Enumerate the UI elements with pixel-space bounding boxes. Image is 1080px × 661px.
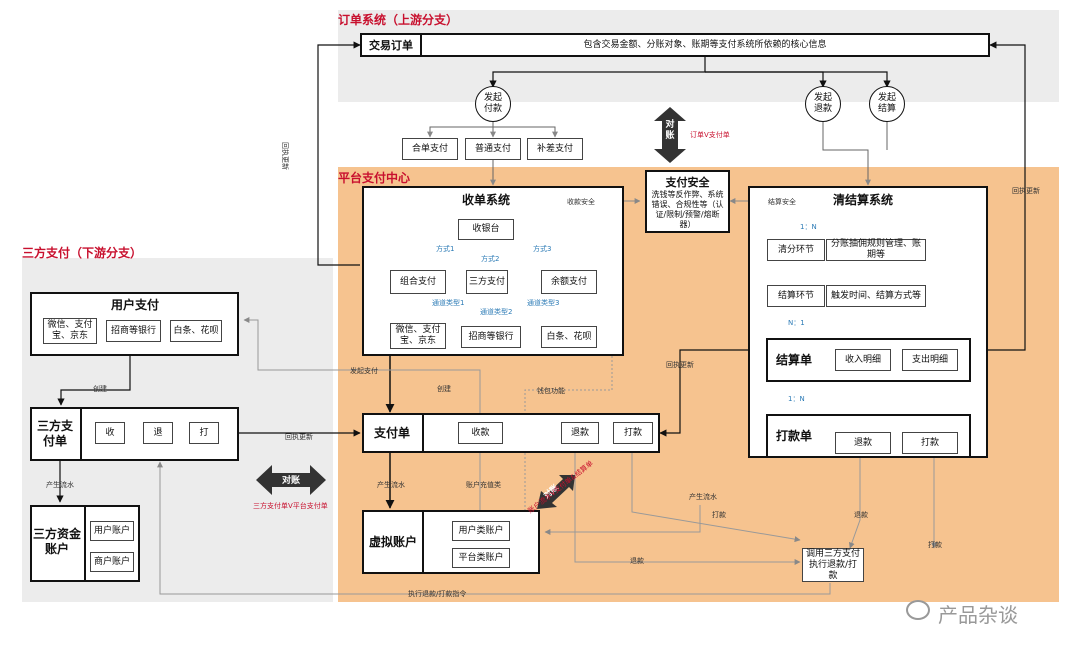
payout-order-title: 打款单 (775, 428, 812, 443)
third-pay-box: 三方支付 (466, 270, 508, 294)
reconcile-account-arrow (537, 475, 575, 509)
pay-order-refund: 退款 (561, 422, 599, 444)
edge-callback-update-left: 回执更新 (281, 142, 289, 170)
security-desc: 洗钱等反作弊、系统错误、合规性等（认证/限制/预警/熔断器） (651, 190, 724, 229)
clearing-ratio-1: 1：N (800, 223, 817, 231)
channel-type-label-3: 通道类型3 (527, 299, 560, 307)
reconcile-vertical-label: 对账 (665, 120, 675, 141)
edge-callback-update-mid: 回执更新 (666, 361, 694, 369)
third-channel-wechat: 微信、支付宝、京东 (43, 318, 97, 344)
initiate-pay-circle: 发起付款 (475, 86, 511, 122)
split-step-box: 清分环节 (767, 239, 825, 261)
third-fund-account-title: 三方资金账户 (33, 527, 82, 556)
trade-order-box: 交易订单 (360, 33, 422, 57)
edge-payout-right: 打款 (928, 541, 942, 549)
channel-type-label-2: 通道类型2 (480, 308, 513, 316)
order-system-title: 订单系统（上游分支） (338, 13, 459, 27)
clearing-system-panel (748, 186, 988, 458)
third-fund-account-divider (84, 505, 86, 582)
settle-desc-box: 触发时间、结算方式等 (826, 285, 926, 307)
virtual-account-title: 虚拟账户 (368, 534, 417, 549)
cashier-box: 收银台 (458, 219, 514, 240)
settle-step-box: 结算环节 (767, 285, 825, 307)
reconcile-third-note: 三方支付单V平台支付单 (253, 502, 328, 510)
edge-account-recharge: 账户充值类 (466, 481, 501, 489)
method-label-3: 方式3 (533, 245, 552, 253)
balance-pay-box: 余额支付 (541, 270, 597, 294)
channel-credit-box: 白条、花呗 (541, 326, 597, 348)
reconcile-vertical-arrow (654, 107, 686, 163)
third-pay-order-title: 三方支付单 (36, 419, 73, 448)
collection-title: 收单系统 (461, 192, 510, 207)
pay-type-normal: 普通支付 (465, 138, 521, 160)
security-title: 支付安全 (665, 176, 710, 189)
wechat-icon (906, 600, 930, 620)
third-party-title: 三方支付（下游分支） (22, 246, 143, 260)
income-detail-box: 收入明细 (835, 349, 891, 371)
pay-order-collect: 收款 (458, 422, 503, 444)
split-desc-box: 分账抽佣规则管理、账期等 (826, 239, 926, 261)
channel-bank-box: 招商等银行 (461, 326, 521, 348)
edge-refund-bottom: 退款 (630, 557, 644, 565)
edge-create-third: 创建 (93, 385, 107, 393)
pay-order-divider (422, 413, 424, 453)
settle-order-title: 结算单 (775, 352, 812, 367)
virtual-account-divider (422, 510, 424, 574)
edge-refund-right: 退款 (854, 511, 868, 519)
pay-order-panel (362, 413, 660, 453)
initiate-settle-circle: 发起结算 (869, 86, 905, 122)
pay-order-title: 支付单 (373, 425, 410, 440)
channel-type-label-1: 通道类型1 (432, 299, 465, 307)
third-action-payout: 打 (189, 422, 219, 444)
edge-payout: 打款 (712, 511, 726, 519)
combined-pay-box: 组合支付 (390, 270, 446, 294)
clearing-ratio-3: 1：N (788, 395, 805, 403)
third-channel-bank: 招商等银行 (106, 320, 161, 342)
edge-callback-update-third: 回执更新 (285, 433, 313, 441)
edge-execute-command: 执行退款/打款指令 (408, 590, 467, 598)
reconcile-horizontal-arrow (256, 465, 326, 495)
method-label-1: 方式1 (436, 245, 455, 253)
channel-wechat-box: 微信、支付宝、京东 (390, 323, 446, 349)
edge-produce-flow-platform: 产生流水 (377, 481, 405, 489)
user-pay-title: 用户支付 (110, 297, 159, 312)
platform-title: 平台支付中心 (338, 171, 411, 185)
method-label-2: 方式2 (481, 255, 500, 263)
expense-detail-box: 支出明细 (902, 349, 958, 371)
third-user-account-box: 用户账户 (90, 521, 134, 541)
platform-account-box: 平台类账户 (452, 548, 510, 568)
payout-payout-box: 打款 (902, 432, 958, 454)
edge-wallet-function: 钱包功能 (537, 387, 565, 395)
clearing-title: 清结算系统 (832, 192, 893, 207)
reconcile-order-note: 订单V支付单 (690, 131, 730, 139)
call-third-party-box: 调用三方支付执行退款/打款 (802, 548, 864, 582)
third-action-refund: 退 (143, 422, 173, 444)
virtual-account-panel (362, 510, 540, 574)
trade-order-info: 包含交易金额、分账对象、账期等支付系统所依赖的核心信息 (422, 33, 990, 57)
initiate-refund-circle: 发起退款 (805, 86, 841, 122)
watermark-text: 产品杂谈 (938, 603, 1018, 627)
third-merchant-account-box: 商户账户 (90, 552, 134, 572)
edge-produce-flow-2: 产生流水 (689, 493, 717, 501)
third-action-collect: 收 (95, 422, 125, 444)
edge-callback-update-right: 回执更新 (1012, 187, 1040, 195)
edge-create-platform: 创建 (437, 385, 451, 393)
clearing-ratio-2: N：1 (788, 319, 805, 327)
pay-type-supplement: 补差支付 (527, 138, 583, 160)
edge-initiate-pay: 发起支付 (350, 367, 378, 375)
collection-security-label: 收款安全 (567, 198, 595, 206)
pay-type-merged: 合单支付 (402, 138, 458, 160)
third-pay-order-divider (80, 407, 82, 461)
third-channel-credit: 白条、花呗 (170, 320, 222, 342)
user-account-box: 用户类账户 (452, 521, 510, 541)
reconcile-horizontal-label: 对账 (281, 476, 300, 486)
payment-security-box: 支付安全 洗钱等反作弊、系统错误、合规性等（认证/限制/预警/熔断器） (645, 170, 730, 233)
clearing-security-label: 结算安全 (768, 198, 796, 206)
payout-refund-box: 退款 (835, 432, 891, 454)
edge-produce-flow-third: 产生流水 (46, 481, 74, 489)
pay-order-payout: 打款 (613, 422, 653, 444)
